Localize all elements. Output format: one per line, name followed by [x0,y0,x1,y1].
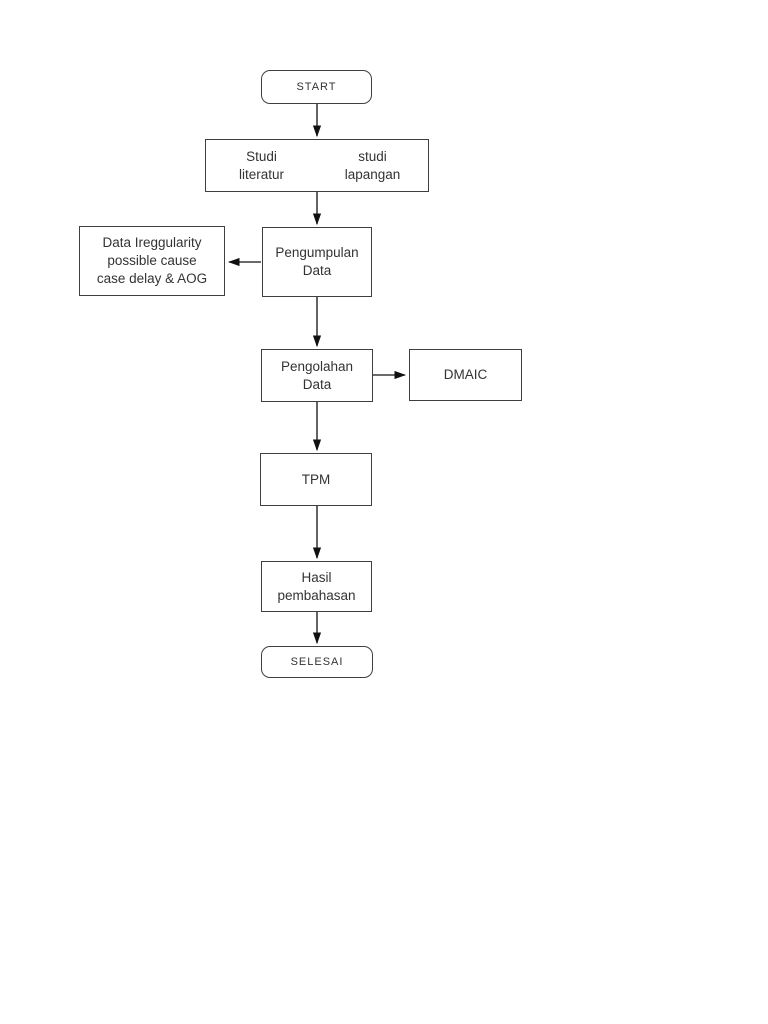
node-pengolahan-data: Pengolahan Data [261,349,373,402]
node-hasil-pembahasan-label: Hasil pembahasan [277,569,356,603]
node-tpm-label: TPM [301,471,331,487]
node-start-label: START [296,80,337,93]
node-data-irregularity-label: Data Ireggularity possible cause case de… [96,235,208,286]
node-studi-literatur-label: Studi literatur [238,148,284,182]
node-hasil-pembahasan: Hasil pembahasan [261,561,372,612]
node-studi-literatur: Studi literatur [206,140,317,191]
node-data-irregularity: Data Ireggularity possible cause case de… [79,226,225,296]
node-dmaic-label: DMAIC [443,367,488,383]
node-pengolahan-data-label: Pengolahan Data [280,358,354,392]
node-dmaic: DMAIC [409,349,522,401]
node-studi-lapangan-label: studi lapangan [344,148,401,182]
node-pengumpulan-data-label: Pengumpulan Data [275,245,359,278]
node-selesai: SELESAI [261,646,373,678]
node-pengumpulan-data: Pengumpulan Data [262,227,372,297]
node-selesai-label: SELESAI [290,655,344,668]
node-studi-lapangan: studi lapangan [317,140,428,191]
node-studies: Studi literatur studi lapangan [205,139,429,192]
node-start: START [261,70,372,104]
node-tpm: TPM [260,453,372,506]
